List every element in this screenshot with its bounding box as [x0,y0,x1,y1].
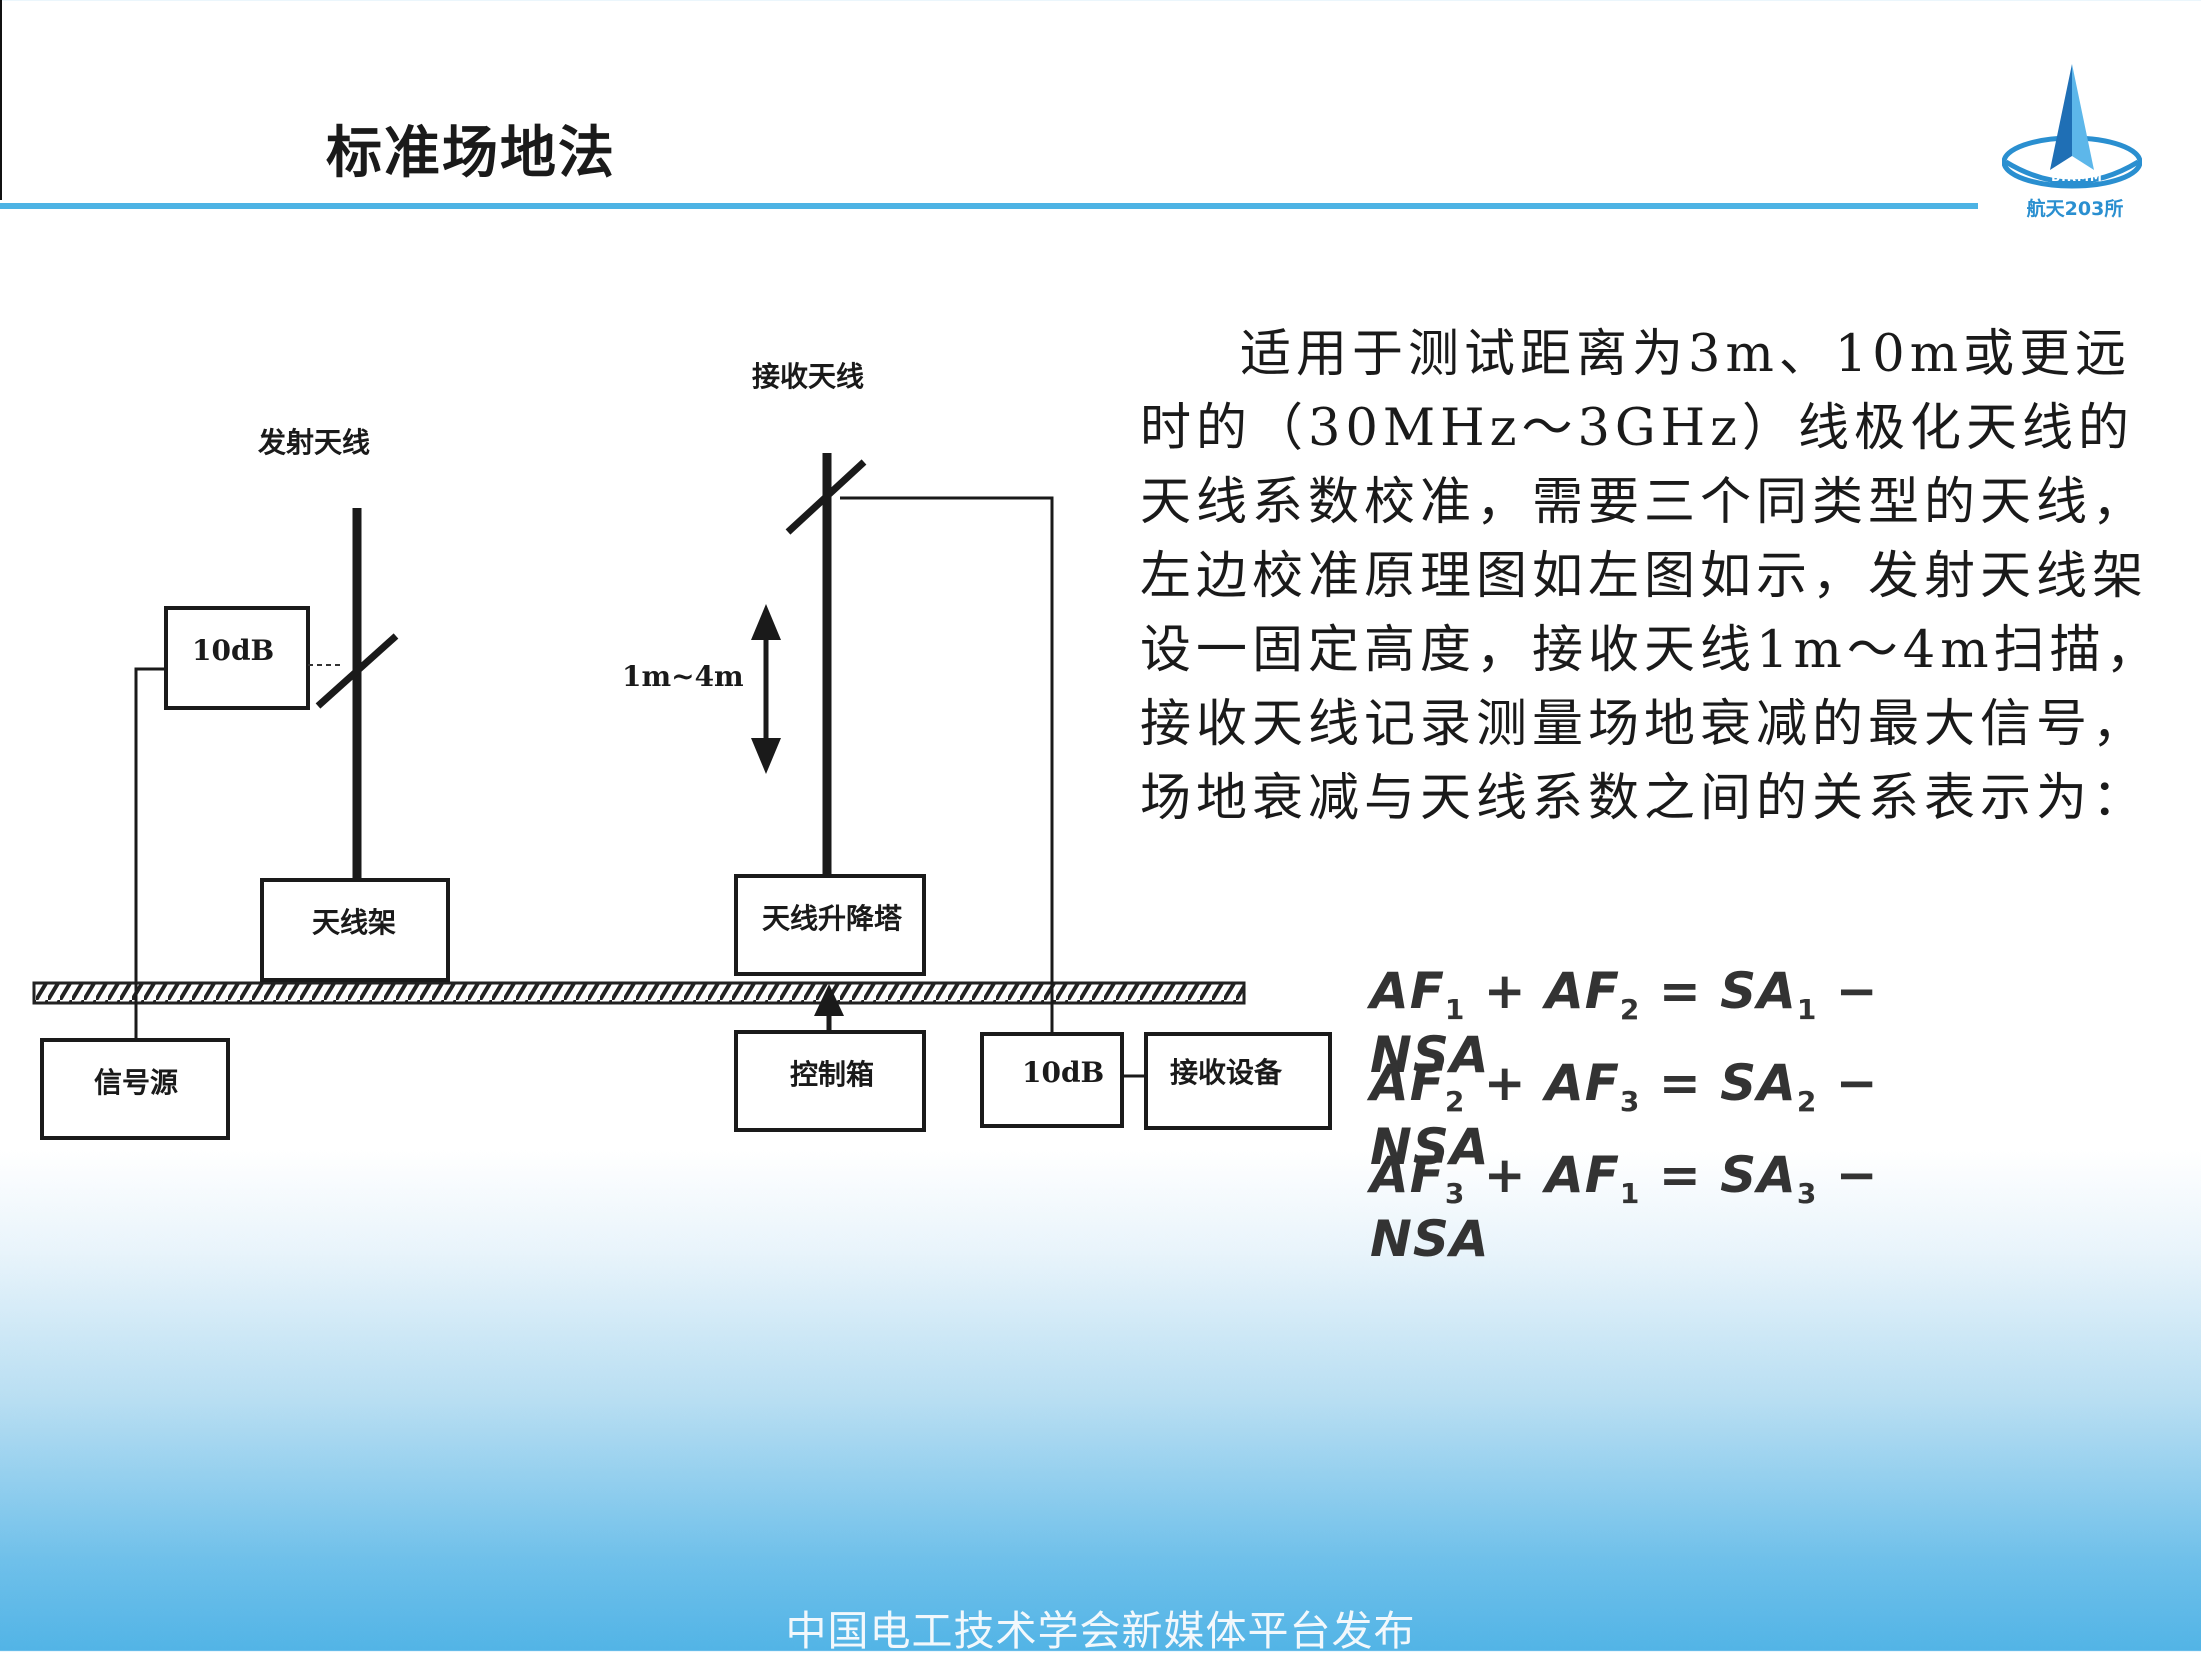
method-description: 适用于测试距离为3m、10m或更远时的（30MHz～3GHz）线极化天线的天线系… [1140,325,2162,828]
formula-block: AF1 + AF2 = SA1 − NSA AF2 + AF3 = SA2 − … [1370,962,1990,1268]
antenna-mast-label: 天线升降塔 [762,902,903,935]
antenna-stand-box [260,878,450,982]
control-box [734,1030,926,1132]
formula-row: AF2 + AF3 = SA2 − NSA [1370,1054,1879,1176]
receiver-label: 接收设备 [1170,1056,1283,1089]
rx-attenuator-label: 10dB [1022,1056,1104,1089]
formula-row: AF3 + AF1 = SA3 − NSA [1370,1146,1879,1268]
signal-source-label: 信号源 [94,1066,178,1099]
birmm-logo-icon [2002,64,2142,189]
height-range-label: 1m~4m [622,660,744,693]
height-scan-arrow-up [751,604,781,640]
calibration-diagram: 发射天线 10dB 天线架 信号源 接收天线 1m~4m 天线升降塔 控制箱 1… [32,360,1332,1140]
control-link-arrow [814,984,844,1016]
ground-plane [32,981,1246,1005]
slide-left-border [0,0,2,200]
logo-wordmark: BIRMM [2051,170,2103,184]
height-scan-arrow-down [751,738,781,774]
header-divider [0,203,1978,209]
logo-caption: 航天203所 [2026,198,2124,220]
antenna-stand-label: 天线架 [312,906,396,939]
page-title: 标准场地法 [326,121,616,186]
tx-cable [134,667,166,1040]
control-box-label: 控制箱 [790,1058,874,1091]
footer-watermark: 中国电工技术学会新媒体平台发布 [785,1607,1416,1655]
tx-attenuator-box [164,606,310,710]
tx-antenna-label: 发射天线 [257,426,370,459]
rx-attenuator-box [980,1032,1124,1128]
rx-cable [840,496,1054,1035]
tx-antenna-element [315,633,399,709]
tx-attenuator-label: 10dB [192,634,274,667]
formula-row: AF1 + AF2 = SA1 − NSA [1370,962,1879,1084]
receiver-box [1144,1032,1332,1130]
rx-antenna-element [785,459,867,535]
rx-antenna-label: 接收天线 [752,360,864,393]
antenna-mast-box [734,874,926,976]
